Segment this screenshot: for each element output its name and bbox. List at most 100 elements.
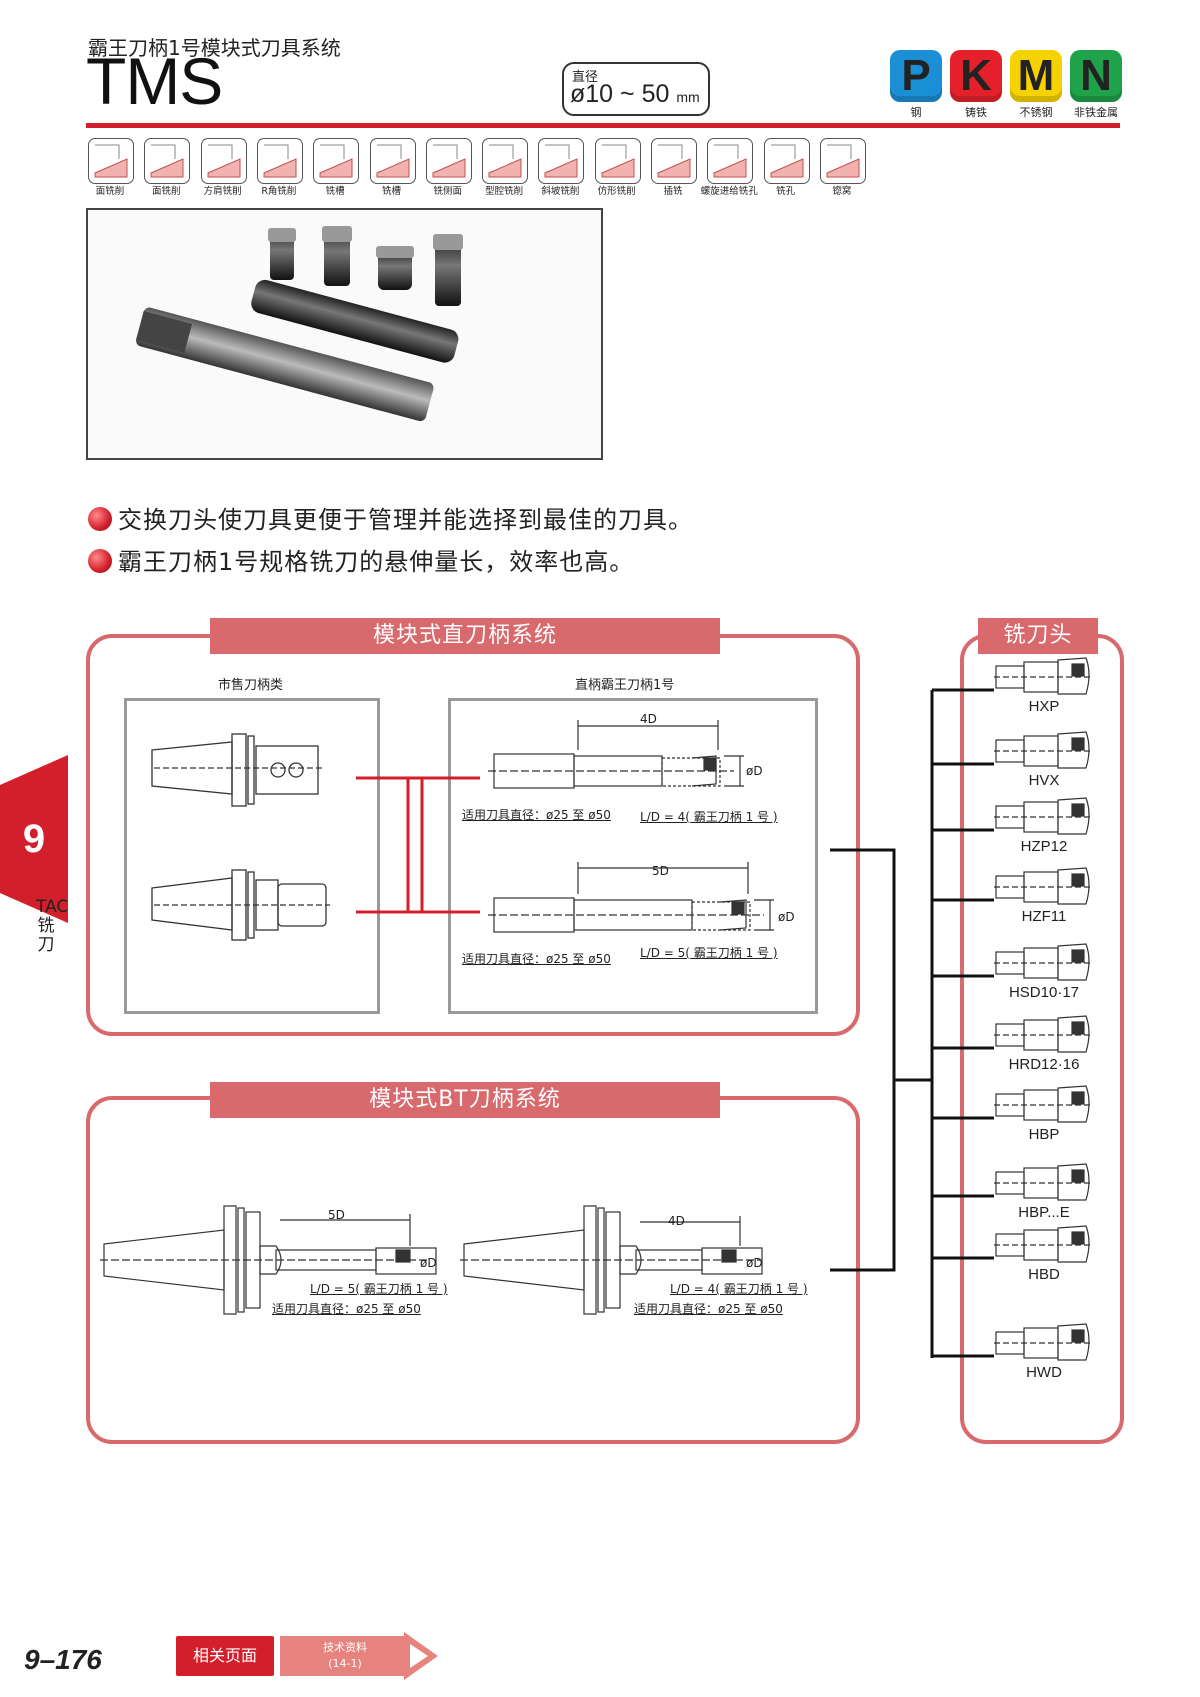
operation-label: 铣槽 [381,186,401,197]
operation-label: 型腔铣削 [485,186,524,197]
header-divider [86,123,1120,128]
cutter-head-label: HBD [1028,1266,1060,1283]
straight-shank-system-title: 模块式直刀柄系统 [210,618,720,654]
cutter-head-label: HZF11 [1021,908,1067,925]
bt-shank-system-title: 模块式BT刀柄系统 [210,1082,720,1118]
tech-reference-link[interactable]: 技术资料 (14-1) [280,1636,410,1676]
commercial-holders-drawing [151,733,330,941]
slotting-r-icon [369,138,416,184]
cutter-head-label: HBP...E [1018,1204,1070,1221]
copy-milling-icon [594,138,641,184]
cutter-head-label: HRD12·16 [1008,1056,1080,1073]
cutter-head-drawing [994,657,1092,695]
bt-holder-drawings [100,1205,763,1315]
counterbore-icon [819,138,866,184]
bullet-dot-icon [88,507,112,531]
diameter-d-label: øD [746,764,763,778]
operation-label: R角铣削 [261,186,297,197]
tech-reference-label: 技术资料 [323,1641,367,1654]
bullet-text: 交换刀头使刀具更便于管理并能选择到最佳的刀具。 [118,506,693,534]
tech-reference-page: (14-1) [328,1657,362,1670]
operation-label: 方肩铣削 [203,186,242,197]
cutter-head-drawing [994,731,1092,769]
operation-label: 面铣削 [95,186,125,197]
diameter-d-label: øD [420,1256,437,1270]
chapter-tab-label: TAC铣刀 [36,897,69,955]
system-bracket-lines [830,688,994,1358]
length-4d-label: 4D [640,712,657,726]
commercial-holders-label: 市售刀柄类 [218,678,284,693]
applicable-range-text: 适用刀具直径：ø25 至 ø50 [462,952,611,966]
shoulder-milling-icon [200,138,247,184]
straight-shank-drawings [488,720,774,933]
hole-milling-icon [763,138,810,184]
diameter-range: ø10 ~ 50 [570,80,670,108]
cutter-heads-title: 铣刀头 [978,618,1098,654]
cutter-head-drawing [994,797,1092,835]
operation-label: 面铣削 [152,186,181,197]
cutter-head-drawing [994,1015,1092,1053]
material-label-p: 钢 [910,106,922,119]
length-4d-label: 4D [668,1214,685,1228]
cutter-head-drawing [994,1085,1092,1123]
diameter-range-box [562,62,710,116]
side-milling-icon [425,138,472,184]
material-label-m: 不锈钢 [1019,106,1053,119]
cutter-head-drawing [994,1163,1092,1201]
ld-ratio-text: L/D = 4( 霸王刀柄 1 号 ) [670,1282,808,1296]
helical-milling-icon [707,138,754,184]
material-badge-m: M [1010,50,1062,102]
cutter-head-label: HXP [1028,698,1060,715]
face-milling-2-icon [144,138,191,184]
operation-label: 斜坡铣削 [541,186,580,197]
arrow-right-inner-icon [410,1644,428,1668]
diameter-unit: mm [676,89,700,105]
operation-label: 插铣 [663,186,683,197]
cutter-head-drawing [994,943,1092,981]
face-milling-icon [88,138,134,184]
applicable-range-text: 适用刀具直径：ø25 至 ø50 [634,1302,783,1316]
operation-label: 铣槽 [325,186,345,197]
bullet-text: 霸王刀柄1号规格铣刀的悬伸量长，效率也高。 [118,548,635,576]
material-badge-n: N [1070,50,1122,102]
series-subtitle: 霸王刀柄1号模块式刀具系统 [88,36,341,60]
page-title: TMS [86,44,223,118]
pocket-milling-icon [482,138,529,184]
material-label-k: 铸铁 [965,106,987,119]
product-photo [86,208,603,460]
related-pages-button[interactable]: 相关页面 [176,1636,274,1676]
slotting-icon [313,138,360,184]
feature-bullet-2: 霸王刀柄1号规格铣刀的悬伸量长，效率也高。 [88,542,634,577]
operation-label: 铣孔 [776,186,796,197]
cutter-head-label: HSD10·17 [1008,984,1080,1001]
cutter-head-label: HVX [1028,772,1060,789]
diameter-d-label: øD [778,910,795,924]
diameter-d-label: øD [746,1256,763,1270]
length-5d-label: 5D [652,864,669,878]
cutter-head-label: HZP12 [1020,838,1068,855]
plunge-milling-icon [651,138,697,184]
applicable-range-text: 适用刀具直径：ø25 至 ø50 [462,808,611,822]
applicable-range-text: 适用刀具直径：ø25 至 ø50 [272,1302,421,1316]
ramping-icon [538,138,585,184]
ld-ratio-text: L/D = 5( 霸王刀柄 1 号 ) [310,1282,448,1296]
operation-label: 铣侧面 [433,186,463,197]
material-badge-k: K [950,50,1002,102]
ld-ratio-text: L/D = 4( 霸王刀柄 1 号 ) [640,810,778,824]
operation-label: 仿形铣削 [597,186,636,197]
operation-label: 螺旋进给铣孔 [700,186,758,197]
product-photo-illustration [136,226,463,422]
commercial-holders-box [124,698,380,1014]
length-5d-label: 5D [328,1208,345,1222]
chapter-tab[interactable]: 9 [0,755,68,923]
bullet-dot-icon [88,549,112,573]
holder-connector-lines [356,776,480,914]
cutter-head-drawing [994,1225,1092,1263]
cutter-head-drawing [994,1323,1092,1361]
page-number: 9–176 [24,1644,102,1675]
feature-bullet-1: 交换刀头使刀具更便于管理并能选择到最佳的刀具。 [88,500,693,535]
corner-radius-milling-icon [256,138,303,184]
diameter-value: ø10 ~ 50 mm [570,80,700,109]
cutter-head-label: HBP [1028,1126,1060,1143]
straight-shank-box [448,698,818,1014]
